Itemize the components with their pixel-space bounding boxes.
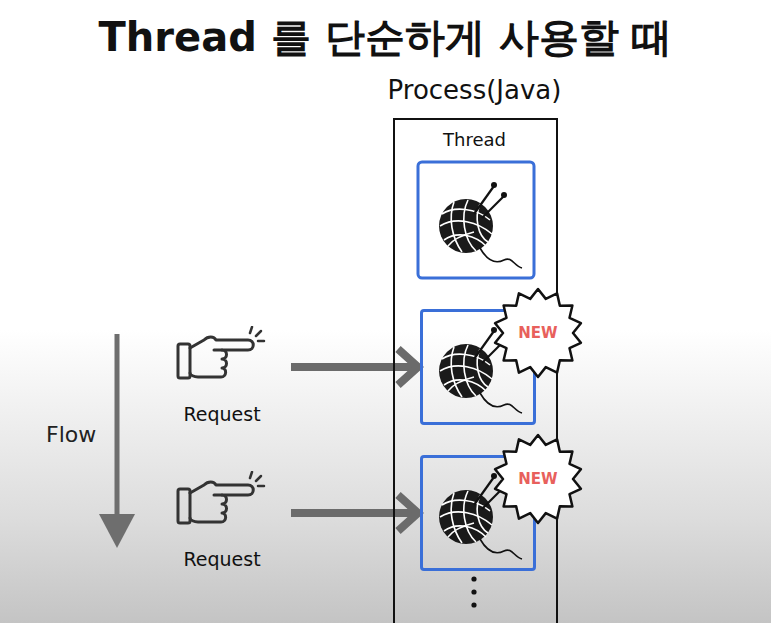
ellipsis-dots	[471, 576, 476, 607]
arrow-shaft	[291, 363, 416, 371]
hand-icon	[178, 472, 264, 523]
new-badge-text: NEW	[493, 323, 583, 343]
request-arrow	[291, 495, 418, 531]
process-heading: Process(Java)	[352, 80, 597, 100]
request-label: Request	[153, 549, 291, 569]
thread-heading: Thread	[392, 130, 557, 150]
request-label: Request	[153, 404, 291, 424]
thread-box: NEW	[420, 309, 536, 425]
flow-label: Flow	[46, 422, 96, 447]
yarn-icon	[439, 182, 522, 268]
title: Thread 를 단순하게 사용할 때	[0, 10, 771, 65]
arrow-shaft	[291, 509, 416, 517]
process-box: Process(Java)ThreadNEWNEW	[393, 118, 558, 623]
flow-arrow	[99, 334, 135, 548]
thread-box: NEW	[420, 455, 536, 571]
request-arrow	[291, 349, 418, 385]
request-node: Request	[153, 463, 291, 575]
arrow-head	[398, 495, 418, 531]
new-badge-text: NEW	[493, 469, 583, 489]
hand-icon	[178, 327, 264, 378]
thread-box	[418, 162, 534, 278]
request-node: Request	[153, 318, 291, 430]
arrow-head	[398, 349, 418, 385]
